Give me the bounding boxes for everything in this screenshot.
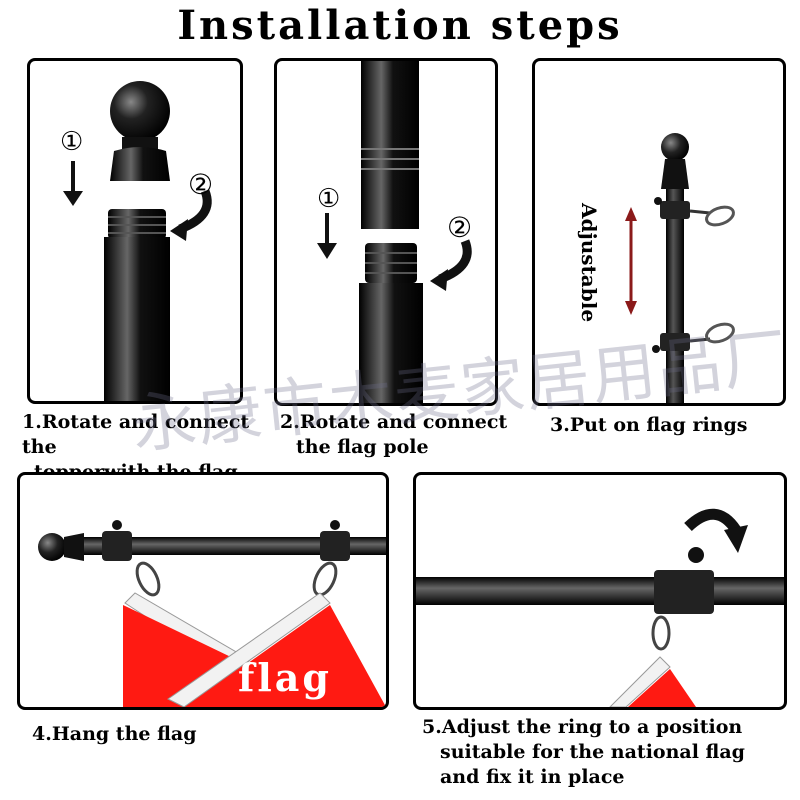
step-1-illustration (30, 61, 240, 401)
finial-base (110, 147, 170, 181)
step-5-caption: 5.Adjust the ring to a position suitable… (422, 715, 792, 790)
step-2-marker-1: ① (317, 184, 340, 214)
finial-ball (661, 133, 689, 161)
step-2-marker-2: ② (447, 211, 472, 244)
step-4-panel: flag (17, 472, 389, 710)
step-1-marker-2: ② (188, 168, 213, 201)
horizontal-pole (416, 577, 784, 605)
step-1-panel: ① ② (27, 58, 243, 404)
step-5-caption-line: and fix it in place (422, 765, 792, 790)
step-5-panel (413, 472, 787, 710)
finial-ball (110, 81, 170, 141)
knob (688, 547, 704, 563)
page-title: Installation steps (0, 2, 800, 49)
upper-pole (361, 61, 419, 229)
step-4-caption-line: 4.Hang the flag (32, 722, 332, 747)
step-5-caption-line: 5.Adjust the ring to a position (422, 715, 792, 740)
step-5-illustration (416, 475, 784, 707)
ring-clamp (654, 570, 714, 614)
step-1-marker-1: ① (60, 127, 83, 157)
step-4-caption: 4.Hang the flag (32, 722, 332, 747)
flag-word: flag (238, 655, 332, 700)
finial-ball (38, 533, 66, 561)
step-5-caption-line: suitable for the national flag (422, 740, 792, 765)
adjustable-label: Adjustable (577, 203, 601, 333)
